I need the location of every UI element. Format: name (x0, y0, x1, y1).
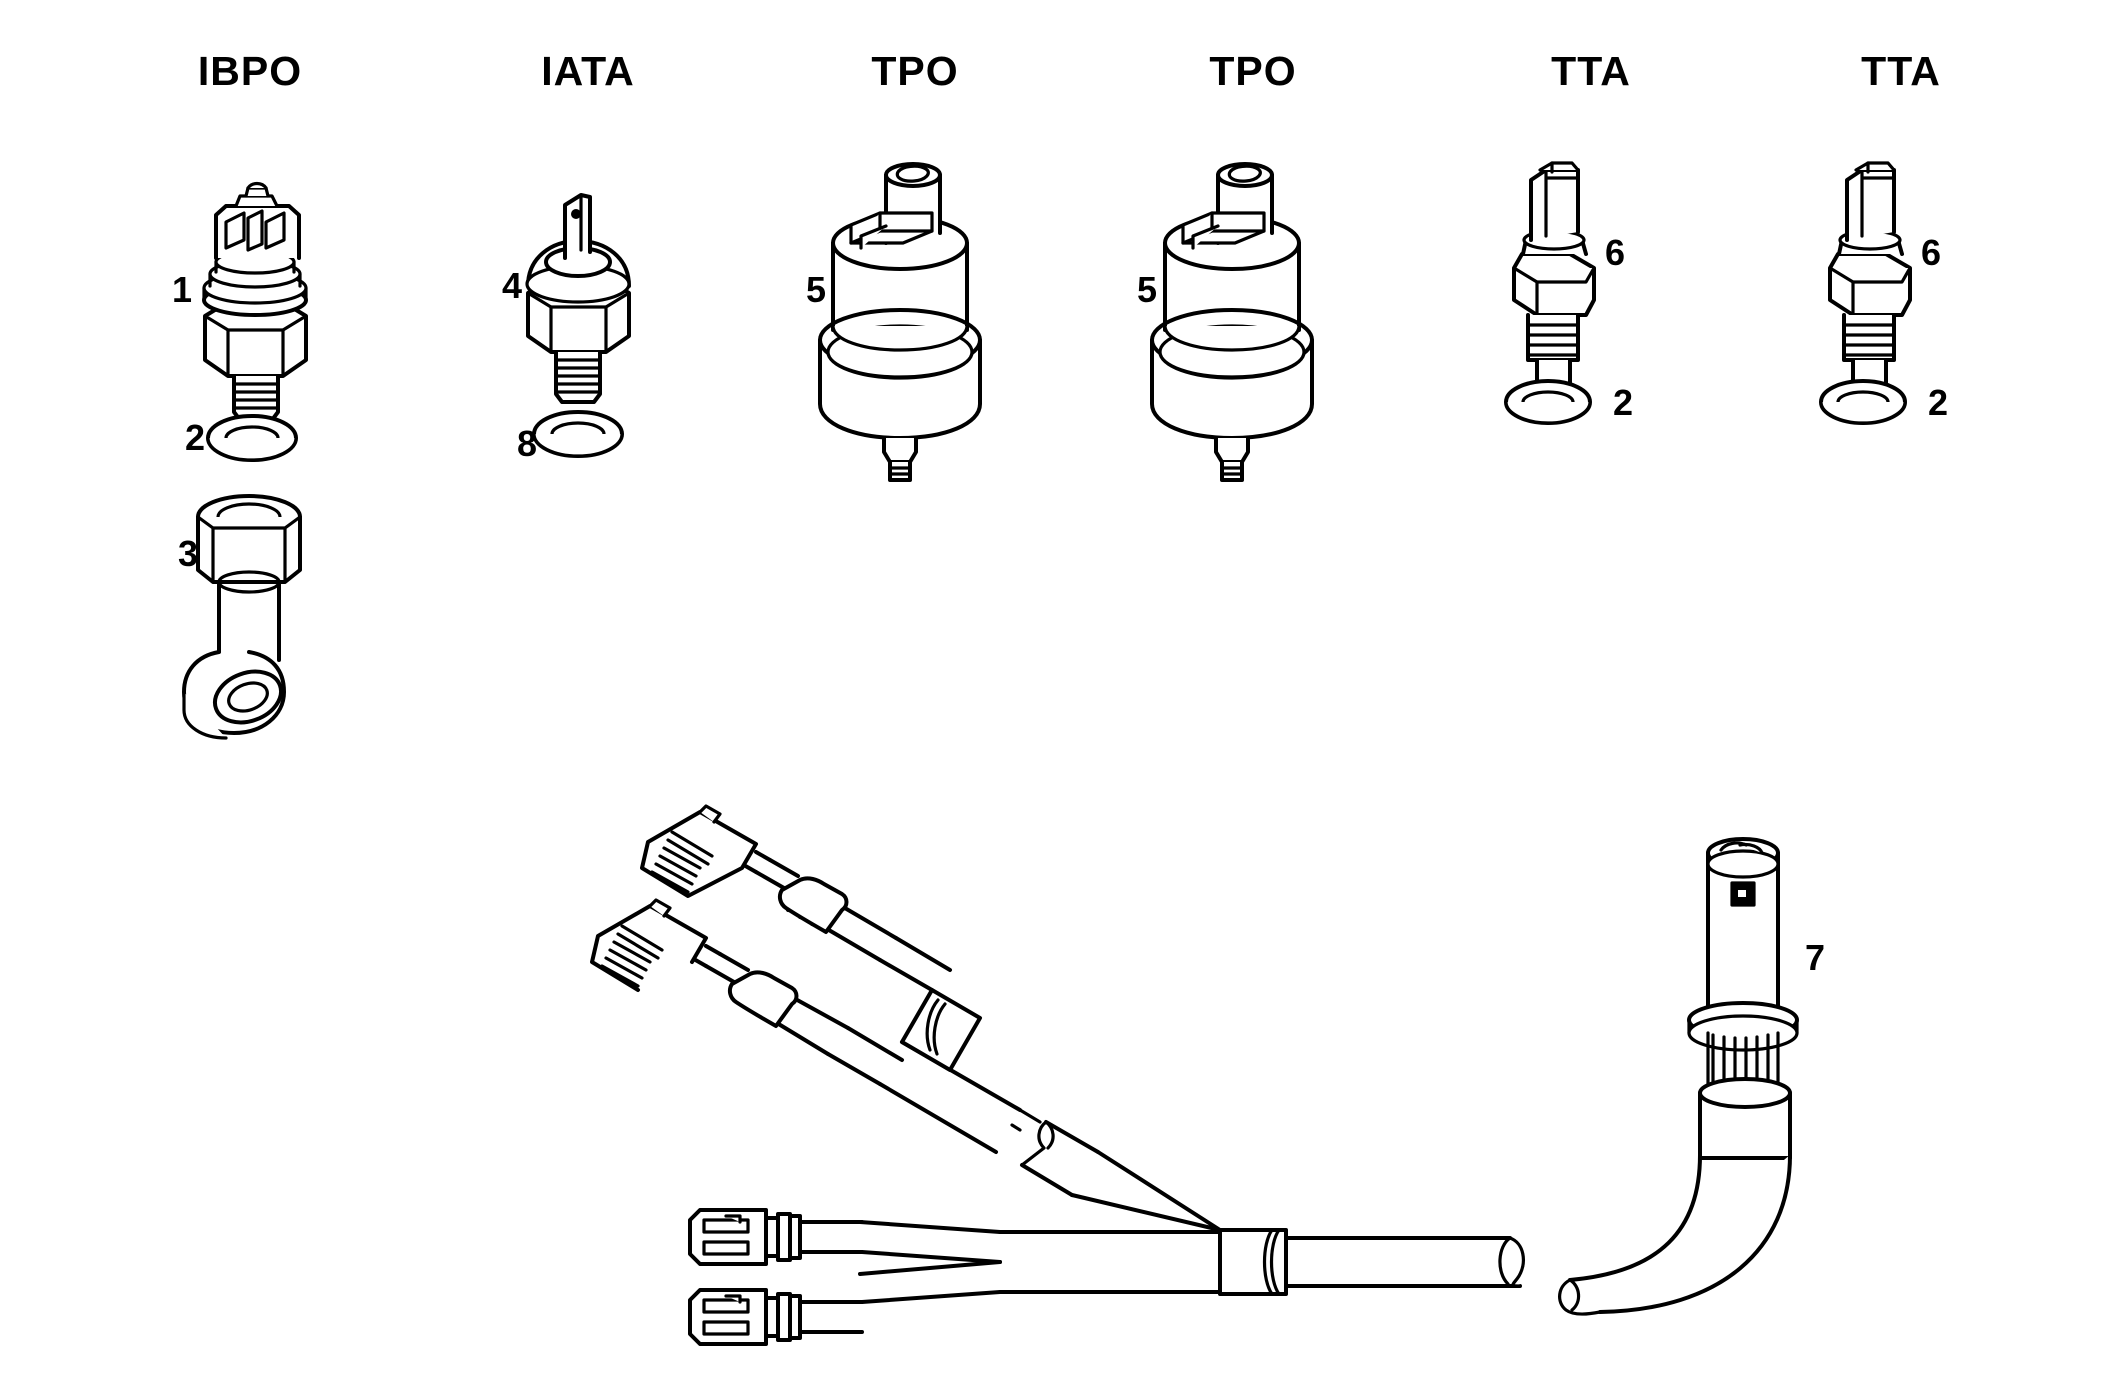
harness-main-cable (998, 1228, 1525, 1296)
callout-8: 8 (517, 423, 538, 464)
callout-5-tpo-2: 5 (1137, 269, 1158, 310)
harness-branch-lower (688, 1208, 1002, 1346)
callout-2-ibpo: 2 (185, 417, 206, 458)
callout-3: 3 (178, 533, 199, 574)
part-5-oil-pressure-switch-2 (1150, 162, 1314, 482)
part-6-temperature-sender-1 (1512, 161, 1596, 394)
part-2-washer-ibpo (206, 414, 298, 462)
column-header-tpo-1: TPO (871, 48, 959, 94)
harness-main-connector (1558, 837, 1799, 1316)
callout-1: 1 (172, 269, 193, 310)
column-header-ibpo: IBPO (197, 48, 303, 94)
column-header-iata: IATA (541, 48, 635, 94)
column-header-tta-2: TTA (1861, 48, 1941, 94)
part-2-washer-tta-1 (1504, 379, 1592, 425)
harness-branch-upper (590, 804, 1222, 1232)
part-6-temperature-sender-2 (1828, 161, 1912, 394)
part-7-wiring-harness (590, 804, 1799, 1346)
callout-2-tta-2: 2 (1928, 382, 1949, 423)
part-3-banjo-adaptor (182, 494, 302, 740)
part-8-washer-iata (532, 410, 624, 458)
part-2-washer-tta-2 (1819, 379, 1907, 425)
part-1-pressure-switch (202, 181, 308, 422)
part-4-temperature-sender-blade (525, 193, 631, 404)
callout-7-harness: 7 (1805, 937, 1826, 978)
part-5-oil-pressure-switch-1 (818, 162, 982, 482)
column-header-tta-1: TTA (1551, 48, 1631, 94)
callout-6-tta-1: 6 (1605, 232, 1626, 273)
callout-6-tta-2: 6 (1921, 232, 1942, 273)
callout-4: 4 (502, 265, 523, 306)
callout-2-tta-1: 2 (1613, 382, 1634, 423)
column-header-tpo-2: TPO (1209, 48, 1297, 94)
callout-5-tpo-1: 5 (806, 269, 827, 310)
